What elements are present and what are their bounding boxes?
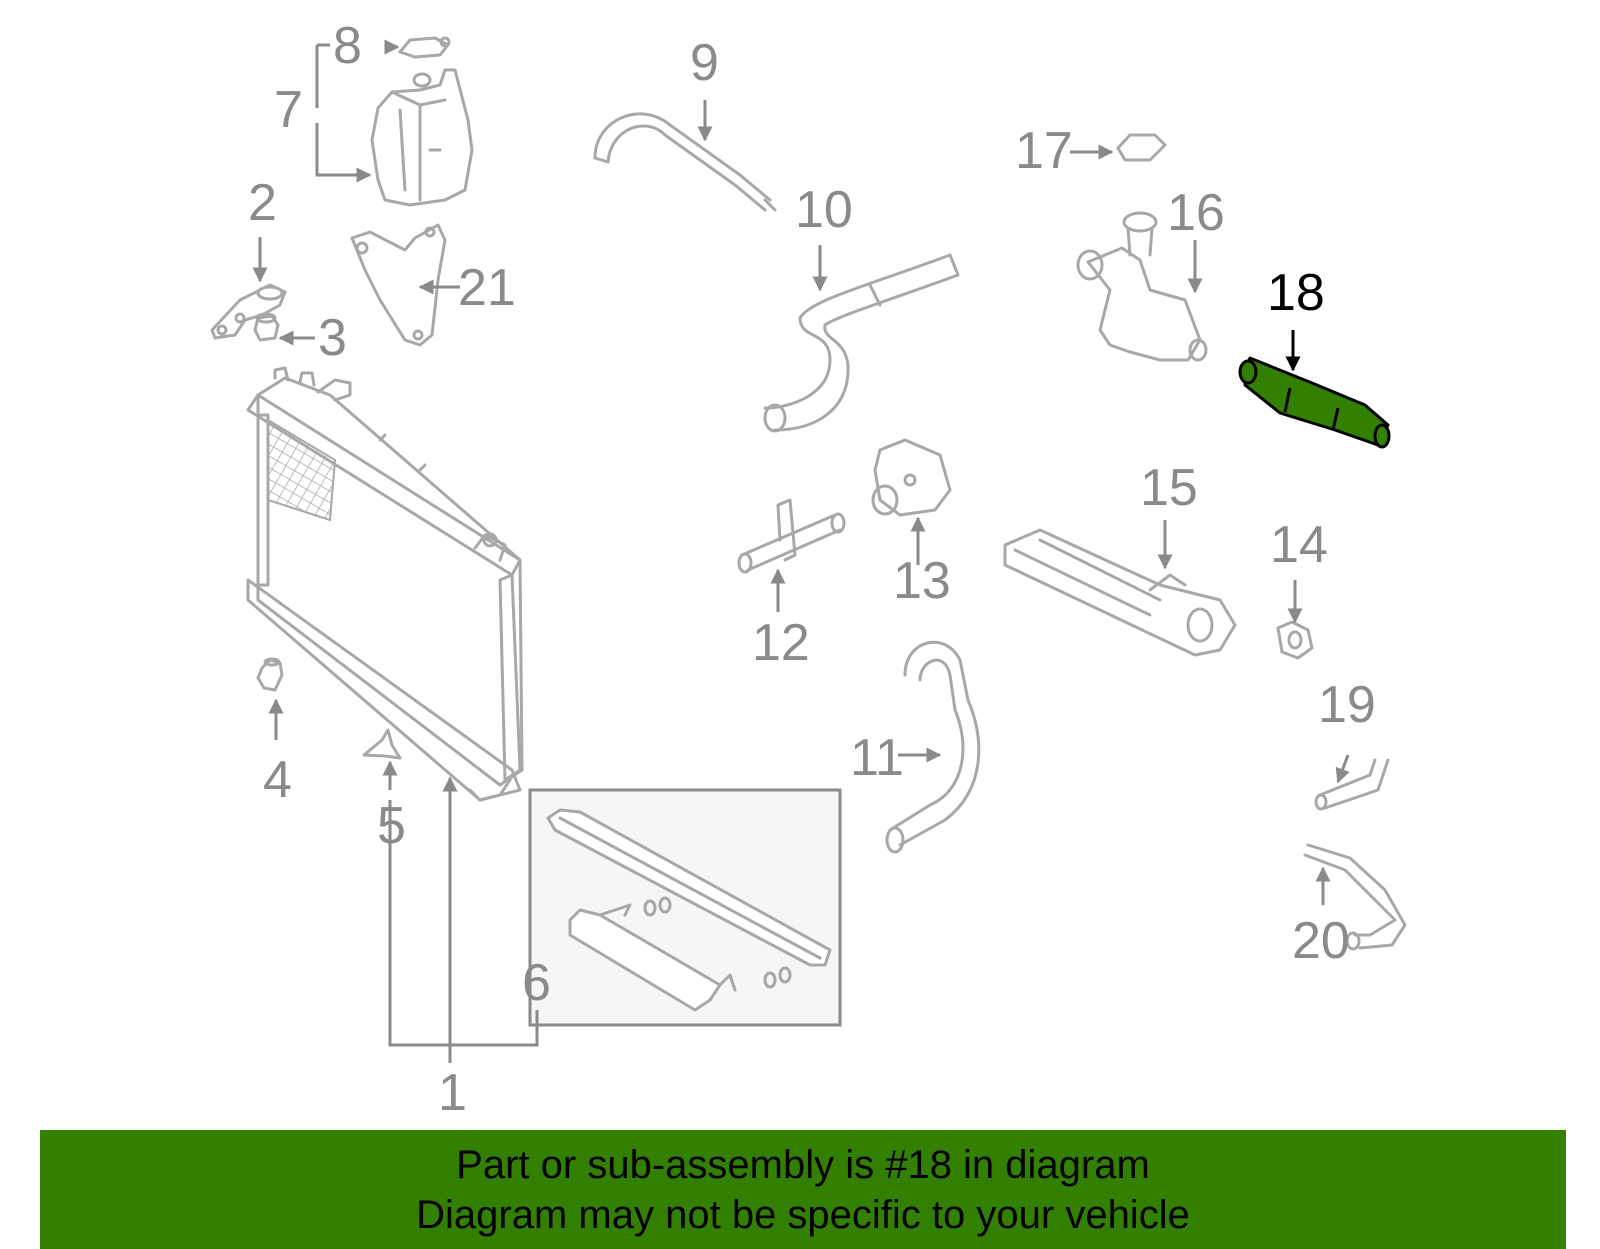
callout-14[interactable]: 14 [1270, 516, 1328, 574]
diagram-notice-banner: Part or sub-assembly is #18 in diagram D… [40, 1130, 1566, 1249]
lower-radiator-hose-part [885, 640, 981, 854]
oil-cooler-inset [528, 788, 842, 1027]
callout-6[interactable]: 6 [522, 954, 551, 1012]
callout-17[interactable]: 17 [1015, 122, 1073, 180]
filler-cap-part [1116, 133, 1167, 162]
callout-7[interactable]: 7 [274, 81, 303, 139]
hose-19-part [1314, 758, 1390, 811]
clip-part [362, 728, 402, 760]
callout-5[interactable]: 5 [377, 797, 406, 855]
water-inlet-housing-part [1076, 211, 1208, 362]
cushion-part [253, 312, 280, 342]
leader-lines [252, 39, 1350, 1063]
hose-20-part [1303, 843, 1407, 951]
upper-radiator-hose-part [763, 253, 960, 433]
small-hose-part [593, 112, 777, 212]
temperature-sensor-part [1276, 620, 1314, 660]
upper-support-bracket-part [210, 283, 287, 340]
thermostat-housing-part [871, 438, 952, 517]
callout-8[interactable]: 8 [333, 17, 362, 75]
callout-9[interactable]: 9 [690, 34, 719, 92]
callout-3[interactable]: 3 [318, 309, 347, 367]
reservoir-cap-part [398, 36, 451, 59]
water-outlet-manifold-part [1003, 528, 1237, 657]
bypass-hose-part-highlighted[interactable] [1238, 356, 1391, 449]
callout-11[interactable]: 11 [850, 729, 904, 787]
water-pipe-part [737, 498, 846, 574]
callout-1[interactable]: 1 [438, 1064, 467, 1122]
callout-15[interactable]: 15 [1140, 459, 1198, 517]
callout-18[interactable]: 18 [1267, 264, 1325, 322]
reservoir-bracket-part [350, 223, 447, 347]
callout-16[interactable]: 16 [1167, 184, 1225, 242]
callout-20[interactable]: 20 [1292, 912, 1350, 970]
banner-line-2: Diagram may not be specific to your vehi… [416, 1192, 1190, 1237]
callout-13[interactable]: 13 [893, 552, 951, 610]
callout-2[interactable]: 2 [248, 174, 277, 232]
reservoir-tank-part [370, 68, 474, 207]
callout-4[interactable]: 4 [263, 751, 292, 809]
callout-19[interactable]: 19 [1318, 676, 1376, 734]
drain-plug-part [256, 657, 284, 692]
callout-10[interactable]: 10 [795, 181, 853, 239]
banner-line-1: Part or sub-assembly is #18 in diagram [456, 1142, 1150, 1187]
callout-12[interactable]: 12 [752, 614, 810, 672]
callout-21[interactable]: 21 [458, 259, 516, 317]
radiator-part [246, 366, 524, 802]
